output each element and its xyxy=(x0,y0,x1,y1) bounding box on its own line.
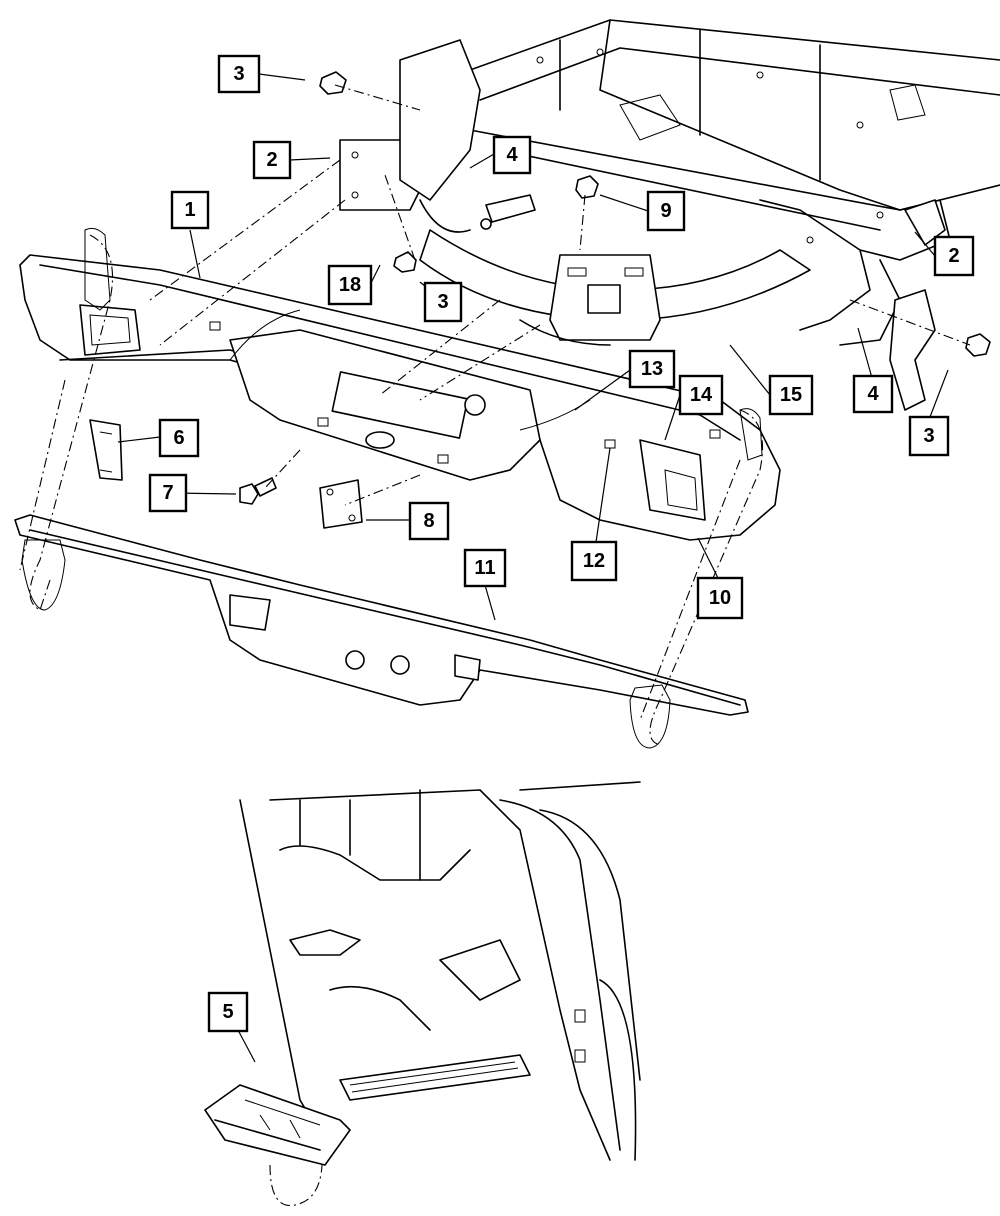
step-pad xyxy=(14,514,749,716)
callout-4-right: 4 xyxy=(852,374,894,414)
callout-4-upper: 4 xyxy=(492,135,532,175)
callout-7: 7 xyxy=(148,473,188,513)
right-bracket xyxy=(889,199,946,411)
small-parts xyxy=(89,419,363,529)
callout-2-left: 2 xyxy=(252,140,292,180)
end-cap-outlines xyxy=(21,227,763,749)
svg-text:11: 11 xyxy=(474,557,495,579)
svg-text:6: 6 xyxy=(173,427,184,449)
callout-14: 14 xyxy=(678,374,724,416)
svg-text:4: 4 xyxy=(506,144,518,166)
callout-3-right: 3 xyxy=(908,415,950,457)
svg-text:12: 12 xyxy=(583,550,605,572)
svg-text:15: 15 xyxy=(780,384,802,406)
left-bracket xyxy=(339,39,481,233)
cab-interior-view xyxy=(239,781,641,1161)
bumper-assembly xyxy=(19,254,781,541)
svg-text:1: 1 xyxy=(184,199,195,221)
fasteners-upper xyxy=(319,71,991,357)
callout-3-upper-left: 3 xyxy=(217,54,261,94)
svg-text:4: 4 xyxy=(867,383,879,405)
leader-lines xyxy=(117,73,949,1063)
svg-text:13: 13 xyxy=(641,358,663,380)
assembly-guide-lines xyxy=(19,84,971,746)
callout-8: 8 xyxy=(408,501,450,541)
svg-text:3: 3 xyxy=(923,425,934,447)
callout-18: 18 xyxy=(327,264,373,306)
callout-10: 10 xyxy=(696,576,744,620)
svg-text:3: 3 xyxy=(437,291,448,313)
callout-5: 5 xyxy=(207,991,249,1033)
svg-text:9: 9 xyxy=(660,200,671,222)
callout-9: 9 xyxy=(646,190,686,232)
callout-2-right: 2 xyxy=(933,235,975,277)
svg-text:8: 8 xyxy=(423,510,434,532)
svg-text:7: 7 xyxy=(162,482,173,504)
callout-boxes: 3 2 4 1 9 2 18 3 13 14 15 xyxy=(148,54,975,1033)
svg-text:18: 18 xyxy=(339,274,361,296)
svg-text:5: 5 xyxy=(222,1001,233,1023)
callout-11: 11 xyxy=(463,548,507,588)
callout-12: 12 xyxy=(570,540,618,582)
hitch-receiver xyxy=(419,229,811,346)
callout-15: 15 xyxy=(768,374,814,416)
svg-text:3: 3 xyxy=(233,63,244,85)
vehicle-frame xyxy=(469,19,1000,346)
svg-text:2: 2 xyxy=(948,245,959,267)
callout-6: 6 xyxy=(158,418,200,458)
assist-step-part xyxy=(204,1084,351,1207)
callout-3-center: 3 xyxy=(423,281,463,323)
svg-text:2: 2 xyxy=(266,149,277,171)
callout-1: 1 xyxy=(170,190,210,230)
callout-13: 13 xyxy=(628,349,676,389)
svg-text:10: 10 xyxy=(709,587,731,609)
svg-text:14: 14 xyxy=(690,384,713,406)
